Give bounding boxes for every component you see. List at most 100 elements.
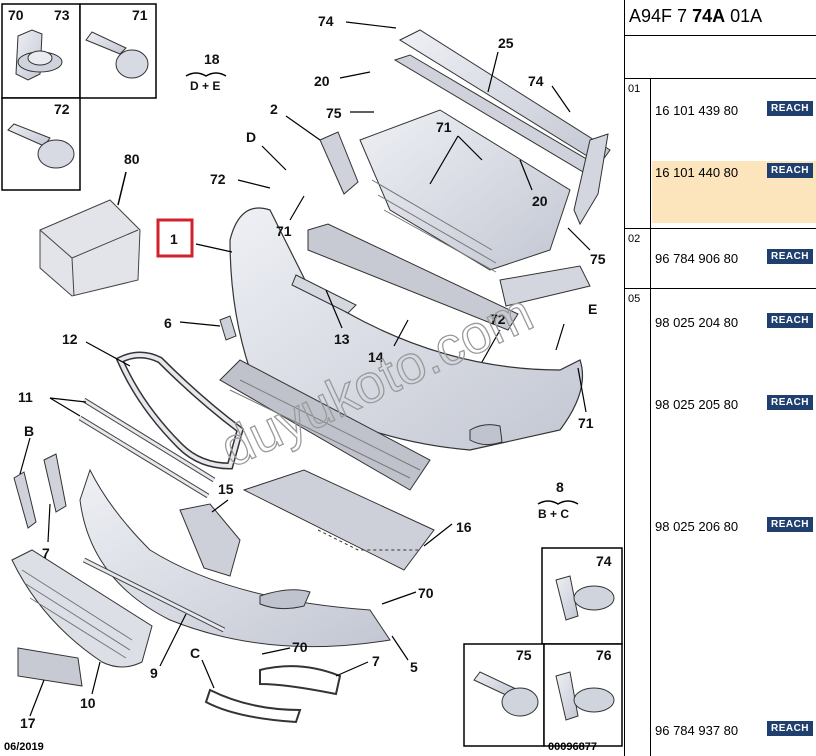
callout-e: E <box>588 301 597 317</box>
reach-badge: REACH <box>767 249 813 264</box>
callout-72-right: 72 <box>490 311 506 327</box>
callout-25: 25 <box>498 35 514 51</box>
callout-80: 80 <box>124 151 140 167</box>
reach-badge: REACH <box>767 101 813 116</box>
bracket-15 <box>179 503 241 577</box>
trim-17 <box>17 647 83 687</box>
part-number[interactable]: 16 101 439 80 <box>655 103 739 118</box>
lower-grille-10 <box>11 549 153 668</box>
grille-frame-12 <box>115 351 245 470</box>
callout-11: 11 <box>18 389 33 405</box>
callout-71-grille: 71 <box>436 119 452 135</box>
reach-badge: REACH <box>767 163 813 178</box>
absorber-14 <box>291 223 519 331</box>
callout-71: 71 <box>132 7 148 23</box>
undertray-16 <box>242 469 435 571</box>
callout-70-bottom: 70 <box>292 639 308 655</box>
callout-16: 16 <box>456 519 472 535</box>
callout-d: D <box>246 129 256 145</box>
fastener-box-74 <box>541 547 623 645</box>
callout-b: B <box>24 423 34 439</box>
parts-reference-panel: A94F 7 74A 01A 01 16 101 439 80 REACH 16… <box>624 0 816 756</box>
callout-20-right: 20 <box>532 193 548 209</box>
callout-12: 12 <box>62 331 78 347</box>
callout-72: 72 <box>54 101 70 117</box>
callout-13: 13 <box>334 331 350 347</box>
part-number[interactable]: 96 784 906 80 <box>655 251 739 266</box>
fastener-box-70-73 <box>1 3 81 99</box>
bezel-b-left <box>13 471 37 529</box>
lower-absorber-grid <box>219 359 431 491</box>
diagram-date: 06/2019 <box>4 741 44 753</box>
callout-71-lower: 71 <box>578 415 594 431</box>
reach-badge: REACH <box>767 395 813 410</box>
callout-74: 74 <box>318 13 334 29</box>
part-number[interactable]: 98 025 206 80 <box>655 519 739 534</box>
callout-5: 5 <box>410 659 418 675</box>
part-number-selected[interactable]: 16 101 440 80 <box>655 165 739 180</box>
callout-18-variant: D + E <box>190 79 220 93</box>
callout-70: 70 <box>8 7 24 23</box>
group-index: 02 <box>625 229 651 288</box>
callout-74-box: 74 <box>596 553 612 569</box>
callout-8-variant: B + C <box>538 507 569 521</box>
bezel-7-left <box>43 453 67 513</box>
callout-76: 76 <box>596 647 612 663</box>
bezel-c <box>204 688 302 724</box>
callout-1-highlight-box <box>156 218 194 258</box>
strip-9-highlight <box>83 558 225 632</box>
callout-10: 10 <box>80 695 96 711</box>
bezel-7-right <box>259 665 342 696</box>
diagram-doc-number: 00096877 <box>548 741 597 753</box>
callout-9: 9 <box>150 665 158 681</box>
part-number[interactable]: 98 025 205 80 <box>655 397 739 412</box>
chrome-strips-11 <box>78 397 216 499</box>
part-number[interactable]: 96 784 937 80 <box>655 723 739 738</box>
part-number[interactable]: 98 025 204 80 <box>655 315 739 330</box>
leader-lines <box>19 21 591 717</box>
reach-badge: REACH <box>767 313 813 328</box>
fastener-box-75 <box>463 643 545 747</box>
crossmember-25 <box>393 29 611 226</box>
exploded-parts-diagram: 70 73 71 72 80 74 18 D + E 20 75 25 74 2… <box>1 3 623 753</box>
callout-18: 18 <box>204 51 220 67</box>
callout-17: 17 <box>20 715 36 731</box>
callout-7-left: 7 <box>42 545 50 561</box>
group-index: 01 <box>625 79 651 228</box>
callout-75: 75 <box>326 105 342 121</box>
callout-75-right: 75 <box>590 251 606 267</box>
reference-suffix: 01A <box>730 6 763 26</box>
callout-6: 6 <box>164 315 172 331</box>
group-brace-8 <box>537 500 579 505</box>
callout-70-lower: 70 <box>418 585 434 601</box>
callout-15: 15 <box>218 481 234 497</box>
callout-20: 20 <box>314 73 330 89</box>
parts-group-02: 02 96 784 906 80 REACH <box>625 229 816 289</box>
callout-72-upper: 72 <box>210 171 226 187</box>
parts-table: 01 16 101 439 80 REACH 16 101 440 80 REA… <box>625 78 816 756</box>
parts-group-01: 01 16 101 439 80 REACH 16 101 440 80 REA… <box>625 79 816 229</box>
callout-74-right: 74 <box>528 73 544 89</box>
clip-kit-80 <box>39 171 141 297</box>
lower-valance-5 <box>79 468 391 648</box>
callout-8: 8 <box>556 479 564 495</box>
callout-2: 2 <box>270 101 278 117</box>
reference-code: A94F 7 74A 01A <box>625 0 816 36</box>
reach-badge: REACH <box>767 721 813 736</box>
callout-71-bumper: 71 <box>276 223 292 239</box>
callout-14: 14 <box>368 349 384 365</box>
reach-badge: REACH <box>767 517 813 532</box>
reference-prefix: A94F 7 <box>629 6 688 26</box>
fastener-box-71 <box>79 3 157 99</box>
reference-bold: 74A <box>692 6 726 26</box>
callout-75-box: 75 <box>516 647 532 663</box>
group-brace-18 <box>185 72 227 77</box>
group-index: 05 <box>625 289 651 756</box>
callout-7-right: 7 <box>372 653 380 669</box>
diagram-canvas: 70 73 71 72 80 74 18 D + E 20 75 25 74 2… <box>1 3 623 753</box>
callout-73: 73 <box>54 7 70 23</box>
fastener-box-72 <box>1 97 81 191</box>
fastener-box-76 <box>543 643 623 747</box>
callout-1: 1 <box>170 231 178 247</box>
upper-grille-2 <box>319 109 591 307</box>
